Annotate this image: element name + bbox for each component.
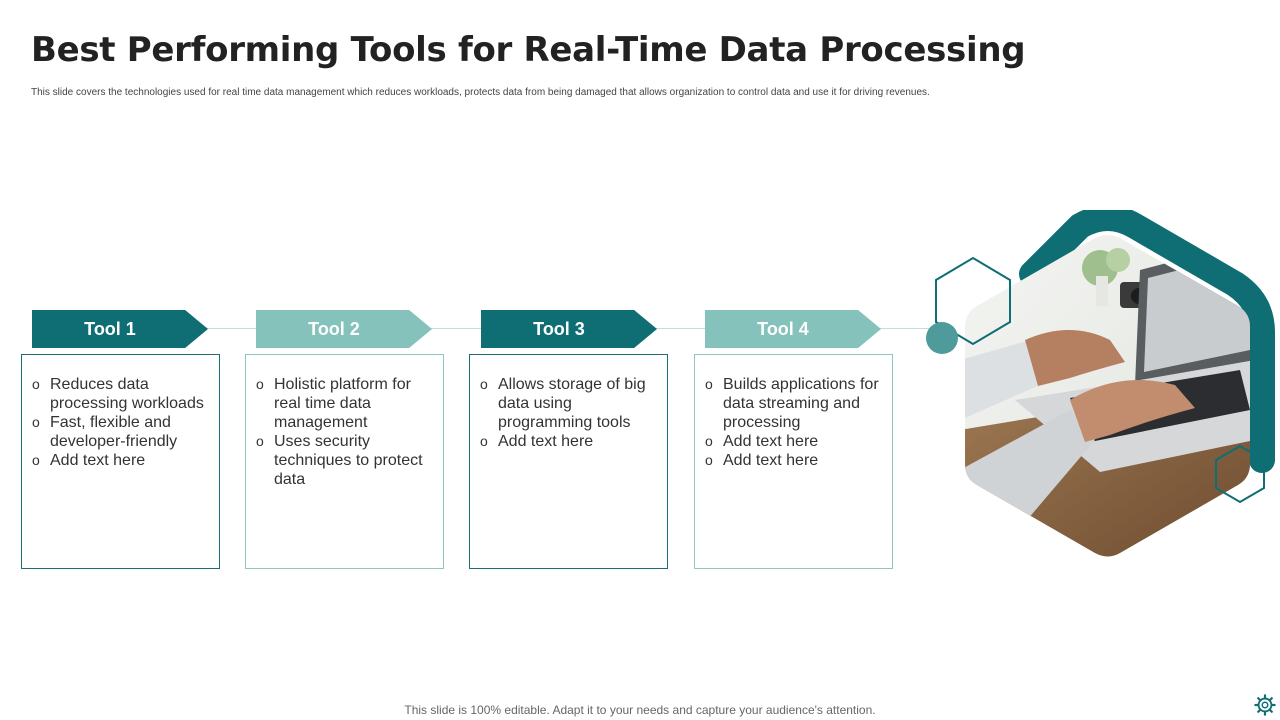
slide-title: Best Performing Tools for Real-Time Data… [31, 30, 1026, 70]
footer-note: This slide is 100% editable. Adapt it to… [404, 703, 876, 717]
tool-2-label: Tool 2 [308, 318, 360, 339]
tool-3-label: Tool 3 [533, 318, 585, 339]
slide-subtitle: This slide covers the technologies used … [31, 87, 930, 98]
tool-4-label: Tool 4 [757, 318, 809, 339]
gear-icon[interactable] [1254, 694, 1276, 716]
hexagon-photo-graphic [926, 210, 1275, 557]
tool-1-header: Tool 1 [32, 310, 208, 348]
tool-2-header: Tool 2 [256, 310, 432, 348]
hexagon-photo [920, 210, 1280, 580]
tool-3-header: Tool 3 [481, 310, 657, 348]
tool-1-label: Tool 1 [84, 318, 136, 339]
tool-4-header: Tool 4 [705, 310, 881, 348]
